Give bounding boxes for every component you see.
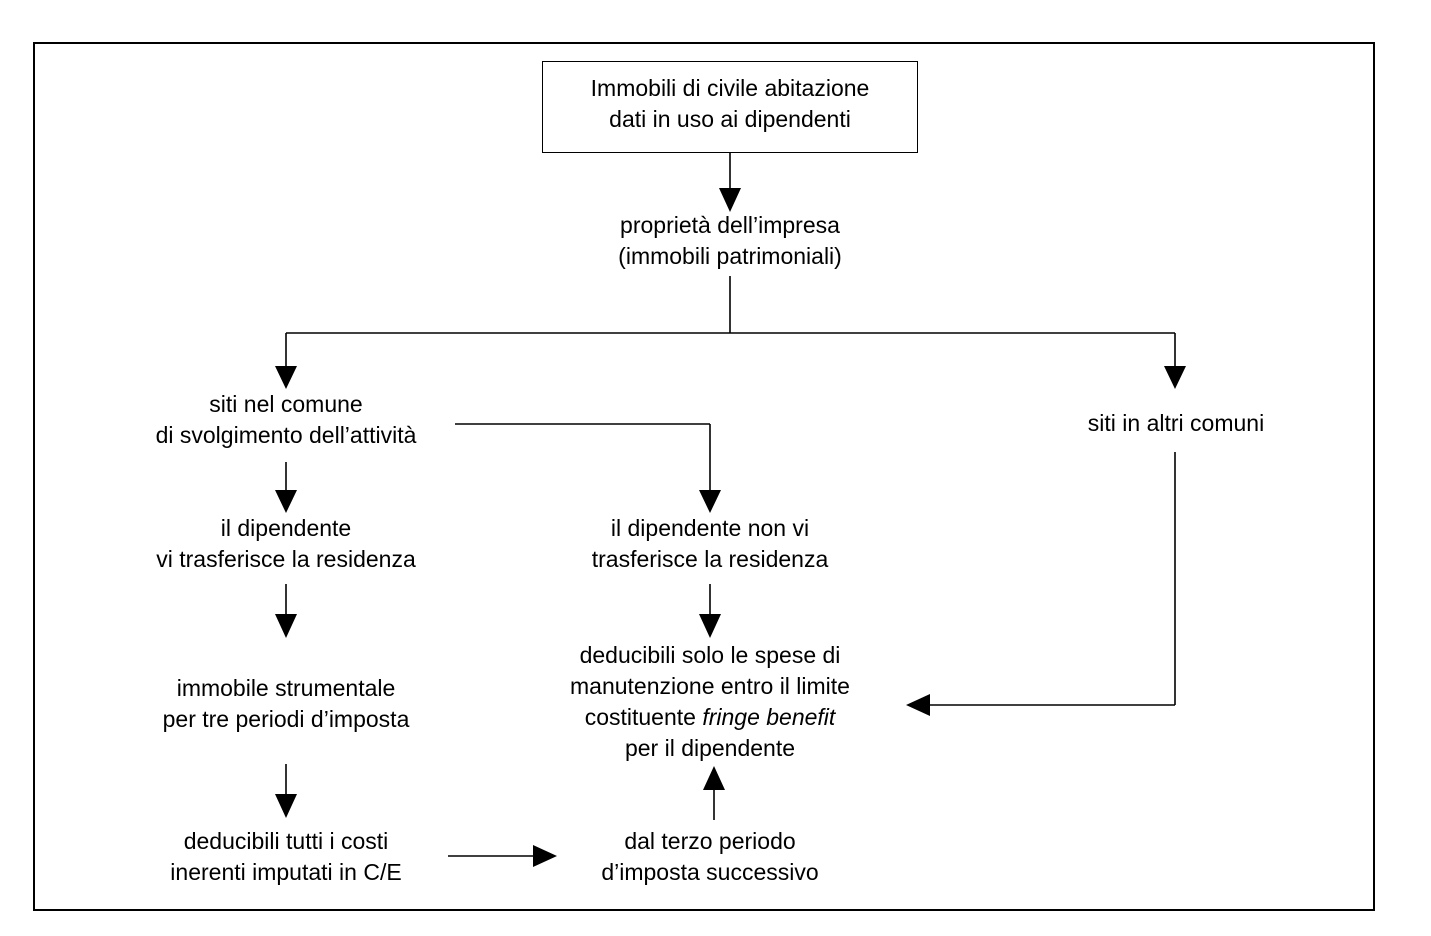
- ownership-line2: (immobili patrimoniali): [618, 243, 842, 269]
- maintenance-line4: per il dipendente: [624, 735, 796, 761]
- not-transfers-residence-line1: il dipendente non vi: [610, 515, 810, 541]
- third-period-line1: dal terzo periodo: [624, 828, 796, 854]
- all-costs-line1: deducibili tutti i costi: [183, 828, 389, 854]
- arrowhead-maintenance-bottom: [703, 766, 725, 790]
- diagram-frame: [33, 42, 1375, 911]
- same-municipality-node: siti nel comune di svolgimento dell’atti…: [110, 389, 462, 451]
- not-transfers-residence-line2: trasferisce la residenza: [591, 546, 829, 572]
- transfers-residence-node: il dipendente vi trasferisce la residenz…: [110, 513, 462, 575]
- maintenance-line3-prefix: costituente: [584, 704, 703, 730]
- arrowhead-maintenance-right: [906, 694, 930, 716]
- same-municipality-line1: siti nel comune: [209, 391, 363, 417]
- root-node-line1: Immobili di civile abitazione: [590, 75, 870, 101]
- third-period-node: dal terzo periodo d’imposta successivo: [560, 826, 860, 888]
- instrumental-property-node: immobile strumentale per tre periodi d’i…: [110, 673, 462, 735]
- fringe-benefit-term: fringe benefit: [702, 704, 836, 730]
- arrowhead-third-period: [533, 845, 557, 867]
- transfers-residence-line2: vi trasferisce la residenza: [156, 546, 416, 572]
- arrowhead-not-transfers: [699, 490, 721, 513]
- arrowhead-instrumental: [275, 614, 297, 638]
- maintenance-line3: costituente fringe benefit: [530, 702, 890, 733]
- maintenance-line2: manutenzione entro il limite: [570, 673, 850, 699]
- instrumental-property-line2: per tre periodi d’imposta: [162, 706, 410, 732]
- arrowhead-other-municipalities: [1164, 366, 1186, 389]
- arrowhead-transfers: [275, 490, 297, 513]
- maintenance-line1: deducibili solo le spese di: [579, 642, 841, 668]
- ownership-line1: proprietà dell’impresa: [620, 212, 840, 238]
- not-transfers-residence-node: il dipendente non vi trasferisce la resi…: [540, 513, 880, 575]
- arrowhead-maintenance-top: [699, 614, 721, 638]
- all-costs-deductible-node: deducibili tutti i costi inerenti imputa…: [110, 826, 462, 888]
- arrowhead-all-costs: [275, 794, 297, 818]
- instrumental-property-line1: immobile strumentale: [176, 675, 396, 701]
- transfers-residence-line1: il dipendente: [220, 515, 352, 541]
- third-period-line2: d’imposta successivo: [601, 859, 819, 885]
- root-node-line2: dati in uso ai dipendenti: [609, 106, 851, 132]
- same-municipality-line2: di svolgimento dell’attività: [155, 422, 417, 448]
- other-municipalities-line1: siti in altri comuni: [1087, 410, 1265, 436]
- other-municipalities-node: siti in altri comuni: [1040, 408, 1312, 439]
- ownership-node: proprietà dell’impresa (immobili patrimo…: [560, 210, 900, 272]
- root-node: Immobili di civile abitazione dati in us…: [542, 73, 918, 135]
- arrowhead-ownership: [719, 188, 741, 212]
- all-costs-line2: inerenti imputati in C/E: [170, 859, 402, 885]
- arrowhead-same-municipality: [275, 366, 297, 389]
- root-node-box: [542, 61, 918, 153]
- maintenance-deductible-node: deducibili solo le spese di manutenzione…: [530, 640, 890, 764]
